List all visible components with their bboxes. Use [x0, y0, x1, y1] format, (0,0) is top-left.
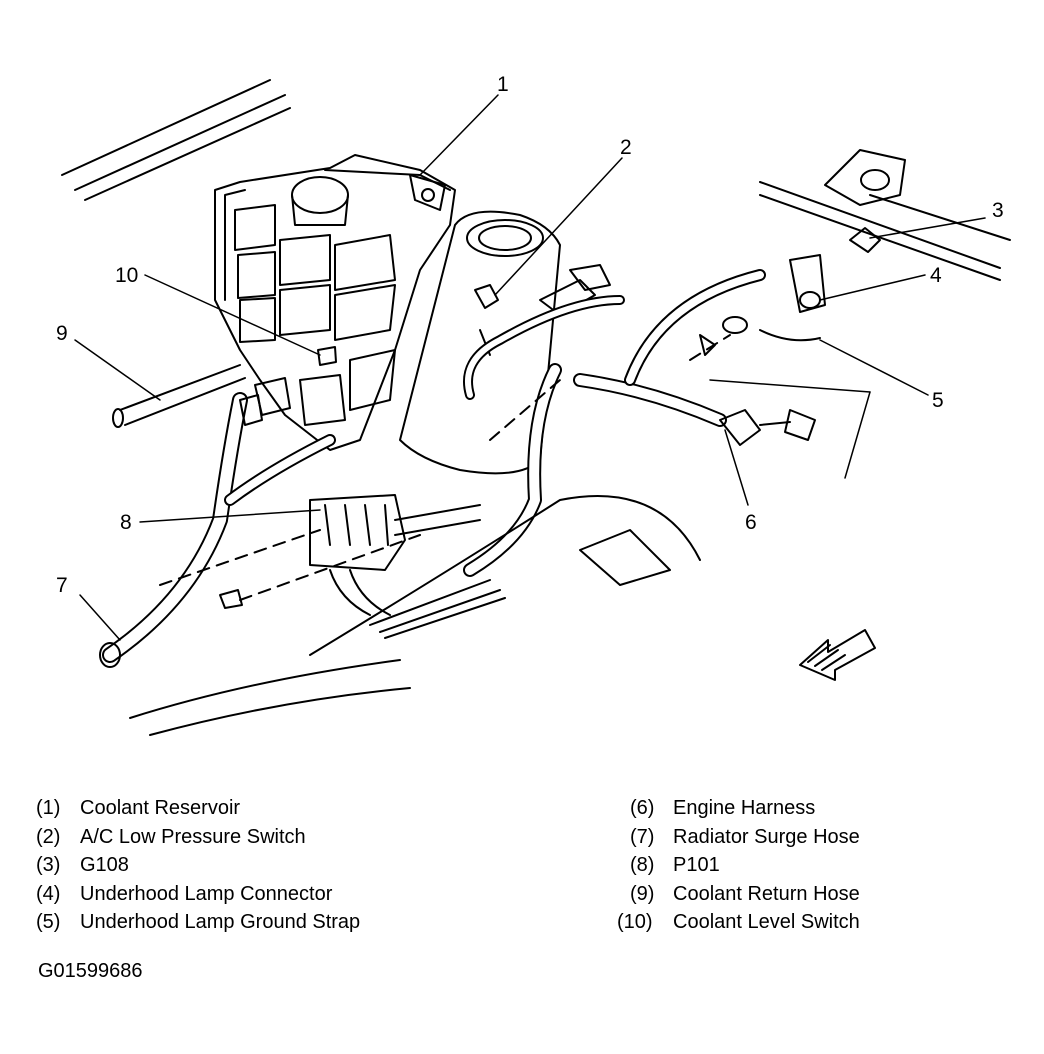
dashed-leader-lines	[159, 334, 731, 601]
legend-label: Coolant Level Switch	[673, 911, 860, 933]
strut-tower-bracket	[824, 149, 906, 206]
legend-number: (6)	[630, 797, 655, 819]
legend-label: G108	[80, 854, 129, 876]
callout-2: 2	[620, 136, 632, 159]
legend-label: P101	[673, 854, 720, 876]
legend-number: (4)	[36, 883, 61, 905]
legend-number: (3)	[36, 854, 61, 876]
callout-1: 1	[497, 73, 509, 96]
legend-label: Engine Harness	[673, 797, 816, 819]
callout-9: 9	[56, 322, 68, 345]
engine-compartment-diagram	[61, 79, 1011, 736]
cowl-lines	[759, 181, 1011, 281]
legend-number: (9)	[630, 883, 655, 905]
legend-label: Underhood Lamp Connector	[80, 883, 333, 905]
callout-5: 5	[932, 389, 944, 412]
forward-arrow	[799, 629, 876, 681]
callout-10: 10	[115, 264, 139, 287]
legend-label: Underhood Lamp Ground Strap	[80, 911, 361, 933]
g108-bolt	[849, 227, 881, 253]
legend-number: (5)	[36, 911, 61, 933]
legend-label: A/C Low Pressure Switch	[80, 826, 306, 848]
legend-label: Radiator Surge Hose	[673, 826, 860, 848]
legend-label: Coolant Reservoir	[80, 797, 241, 819]
callout-3: 3	[992, 199, 1004, 222]
radiator-surge-hose	[99, 392, 336, 668]
legend-number: (7)	[630, 826, 655, 848]
legend-number: (10)	[617, 911, 653, 933]
coolant-return-hose	[112, 364, 246, 428]
legend-number: (1)	[36, 797, 61, 819]
p101-connector	[219, 494, 481, 616]
engine-lower-lines	[129, 495, 701, 736]
callout-7: 7	[56, 574, 68, 597]
callout-6: 6	[745, 511, 757, 534]
legend-label: Coolant Return Hose	[673, 883, 860, 905]
callout-8: 8	[120, 511, 132, 534]
coolant-reservoir	[214, 154, 456, 451]
engine-harness	[463, 269, 816, 577]
legend-number: (8)	[630, 854, 655, 876]
fender-lines	[61, 79, 291, 201]
figure-id: G01599686	[38, 960, 143, 982]
legend-number: (2)	[36, 826, 61, 848]
coolant-level-switch	[239, 346, 337, 426]
callout-4: 4	[930, 264, 942, 287]
underhood-lamp-connector	[699, 254, 826, 356]
callout-leaders	[74, 94, 986, 641]
